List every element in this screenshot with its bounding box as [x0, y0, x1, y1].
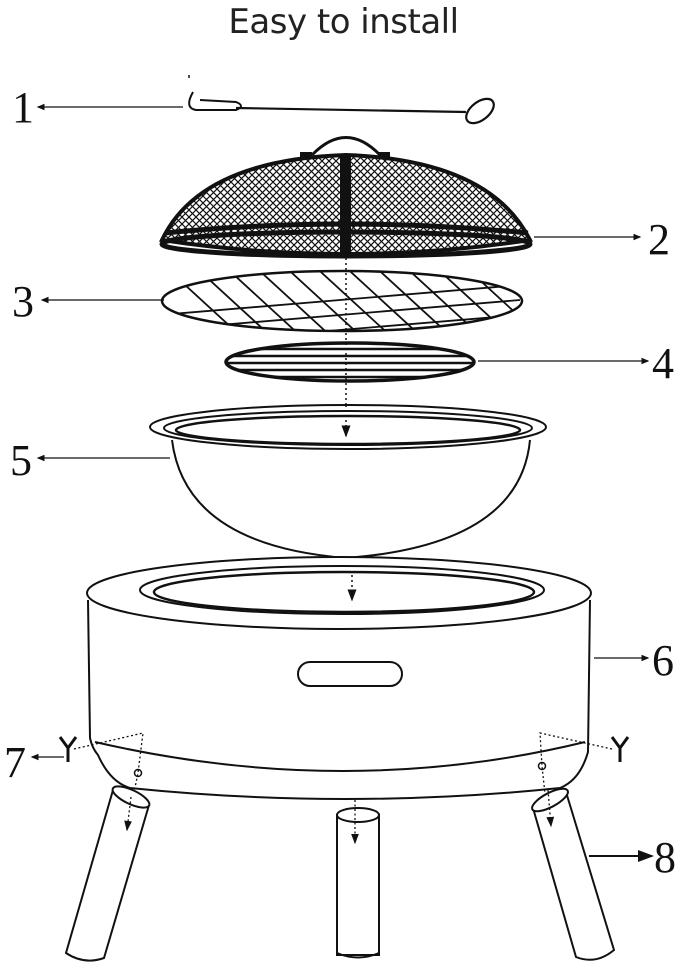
callout-number-7: 7: [4, 738, 26, 787]
part-6-outer-body: [86, 556, 592, 800]
part-1-poker: [188, 75, 495, 125]
part-3-cooking-grate: [160, 269, 524, 333]
callout-number-2: 2: [648, 215, 670, 264]
part-4-charcoal-grate: [224, 341, 476, 383]
part-2-mesh-lid: [159, 136, 534, 259]
callout-number-8: 8: [654, 833, 676, 882]
part-8-legs: [64, 785, 616, 962]
callout-number-5: 5: [10, 436, 32, 485]
callout-1: 1: [12, 83, 183, 132]
diagram-title: Easy to install: [228, 2, 459, 42]
callout-6: 6: [594, 636, 674, 685]
callout-number-1: 1: [12, 83, 34, 132]
part-5-fire-bowl: [149, 404, 547, 560]
callout-5: 5: [10, 436, 170, 485]
callout-3: 3: [12, 277, 164, 326]
callout-number-6: 6: [652, 636, 674, 685]
callout-8: 8: [589, 833, 676, 882]
callout-4: 4: [478, 339, 674, 388]
callout-7: 7: [4, 738, 64, 787]
callout-2: 2: [534, 215, 670, 264]
callout-number-3: 3: [12, 277, 34, 326]
callout-number-4: 4: [652, 339, 674, 388]
